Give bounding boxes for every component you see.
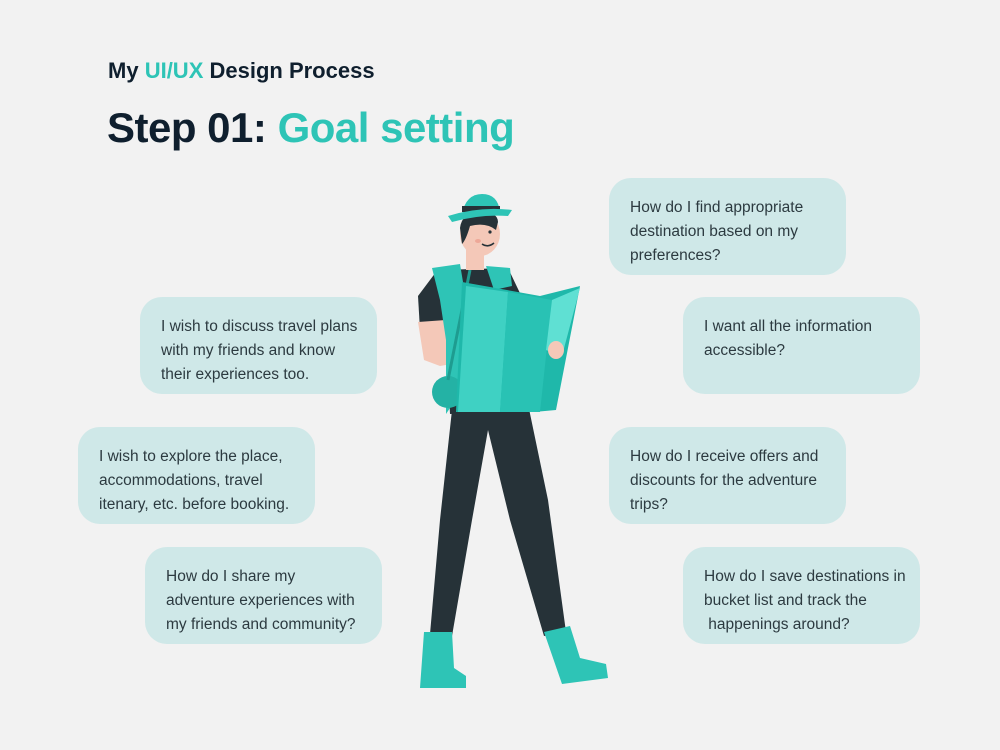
bubble-text-line: bucket list and track the <box>704 592 867 609</box>
question-bubble-find-destination: How do I find appropriate destination ba… <box>609 178 846 275</box>
bubble-text-line: preferences? <box>630 247 721 264</box>
bubble-text-line: accessible? <box>704 342 785 359</box>
bubble-text-line: accommodations, travel <box>99 472 263 489</box>
bubble-text-line: itenary, etc. before booking. <box>99 496 290 513</box>
mouth <box>481 242 495 247</box>
left-boot <box>420 632 466 688</box>
cheek <box>475 239 481 243</box>
bubble-text-line: with my friends and know <box>161 342 336 359</box>
title-prefix: Step 01: <box>107 104 278 151</box>
bubble-text-line: How do I share my <box>166 568 296 585</box>
question-bubble-information-accessible: I want all the information accessible? <box>683 297 920 394</box>
kicker-suffix: Design Process <box>203 58 375 83</box>
map-left-panel <box>458 286 508 412</box>
map-center-panel <box>500 292 552 412</box>
question-bubble-offers-discounts: How do I receive offers and discounts fo… <box>609 427 846 524</box>
bubble-text-line: their experiences too. <box>161 366 310 383</box>
hat-band <box>462 206 500 212</box>
bubble-text-line: How do I save destinations in <box>704 568 906 585</box>
trousers <box>430 404 566 636</box>
bubble-text-line: How do I receive offers and <box>630 448 819 465</box>
title-accent: Goal setting <box>277 104 515 151</box>
bubble-text-line: my friends and community? <box>166 616 356 633</box>
question-bubble-discuss-plans: I wish to discuss travel plans with my f… <box>140 297 377 394</box>
kicker-prefix: My <box>108 58 145 83</box>
map-right-flap <box>546 288 580 356</box>
hat-brim <box>448 208 512 222</box>
bubble-text-line: I wish to discuss travel plans <box>161 318 358 335</box>
question-bubble-explore-place: I wish to explore the place, accommodati… <box>78 427 315 524</box>
bubble-text-line: happenings around? <box>704 616 850 633</box>
bubble-text-line: I want all the information <box>704 318 873 335</box>
page-kicker: My UI/UX Design Process <box>108 58 375 84</box>
hair <box>460 212 498 244</box>
bubble-text-line: adventure experiences with <box>166 592 355 609</box>
right-boot <box>544 626 608 684</box>
bubble-text-line: discounts for the adventure <box>630 472 817 489</box>
bubble-text-line: trips? <box>630 496 668 513</box>
bubble-text-line: destination based on my <box>630 223 799 240</box>
right-hand <box>548 341 564 359</box>
eye <box>488 230 492 234</box>
question-bubble-bucket-list: How do I save destinations in bucket lis… <box>683 547 920 644</box>
bubble-text-line: I wish to explore the place, <box>99 448 283 465</box>
bubble-text-line: How do I find appropriate <box>630 199 804 216</box>
vest-right <box>486 266 512 290</box>
shoulder-bag <box>432 376 464 408</box>
kicker-accent: UI/UX <box>144 58 204 83</box>
vest <box>432 264 466 414</box>
page-title: Step 01: Goal setting <box>107 104 515 152</box>
question-bubble-share-experiences: How do I share my adventure experiences … <box>145 547 382 644</box>
